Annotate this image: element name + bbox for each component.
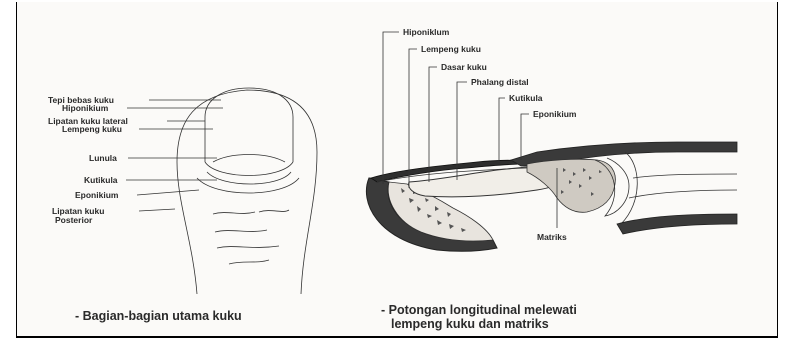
nail-plate xyxy=(205,88,293,162)
caption-left: - Bagian-bagian utama kuku xyxy=(75,309,242,323)
wrinkle-1 xyxy=(213,212,255,214)
wrinkle-4 xyxy=(217,246,279,248)
figure-frame: Tepi bebas kuku Hiponikium Lipatan kuku … xyxy=(16,2,778,338)
label-hiponiklum-right: Hiponiklum xyxy=(403,27,450,37)
wrinkle-5 xyxy=(229,260,269,264)
nail-base-curve xyxy=(205,162,293,176)
label-lempeng-kuku-left: Lempeng kuku xyxy=(62,124,122,134)
wrinkle-3 xyxy=(215,230,267,232)
middle-phalanx-line-2 xyxy=(633,174,737,178)
nail-anatomy-diagram: Tepi bebas kuku Hiponikium Lipatan kuku … xyxy=(17,2,778,338)
wrinkle-2 xyxy=(259,210,289,212)
left-leader-lines xyxy=(126,100,223,211)
lunula-curve xyxy=(213,155,285,163)
label-lempeng-kuku-right: Lempeng kuku xyxy=(421,44,481,54)
label-matriks: Matriks xyxy=(537,232,567,242)
cuticle-curve xyxy=(207,172,291,184)
middle-phalanx-line xyxy=(629,190,737,198)
label-phalang-distal: Phalang distal xyxy=(471,77,529,87)
ventral-skin xyxy=(617,214,737,234)
label-lipatan-kuku-posterior-2: Posterior xyxy=(55,215,93,225)
label-eponikium-right: Eponikium xyxy=(533,109,577,119)
label-kutikula-left: Kutikula xyxy=(84,175,118,185)
caption-right-line1: - Potongan longitudinal melewati xyxy=(381,303,577,317)
finger-illustration xyxy=(177,88,317,294)
label-eponikium-left: Eponikium xyxy=(75,190,119,200)
label-lunula: Lunula xyxy=(89,153,117,163)
left-labels: Tepi bebas kuku Hiponikium Lipatan kuku … xyxy=(48,95,128,225)
label-dasar-kuku: Dasar kuku xyxy=(441,62,487,72)
caption-right-line2: lempeng kuku dan matriks xyxy=(391,317,549,331)
label-kutikula-right: Kutikula xyxy=(509,93,543,103)
label-hiponikium-left: Hiponikium xyxy=(62,103,109,113)
